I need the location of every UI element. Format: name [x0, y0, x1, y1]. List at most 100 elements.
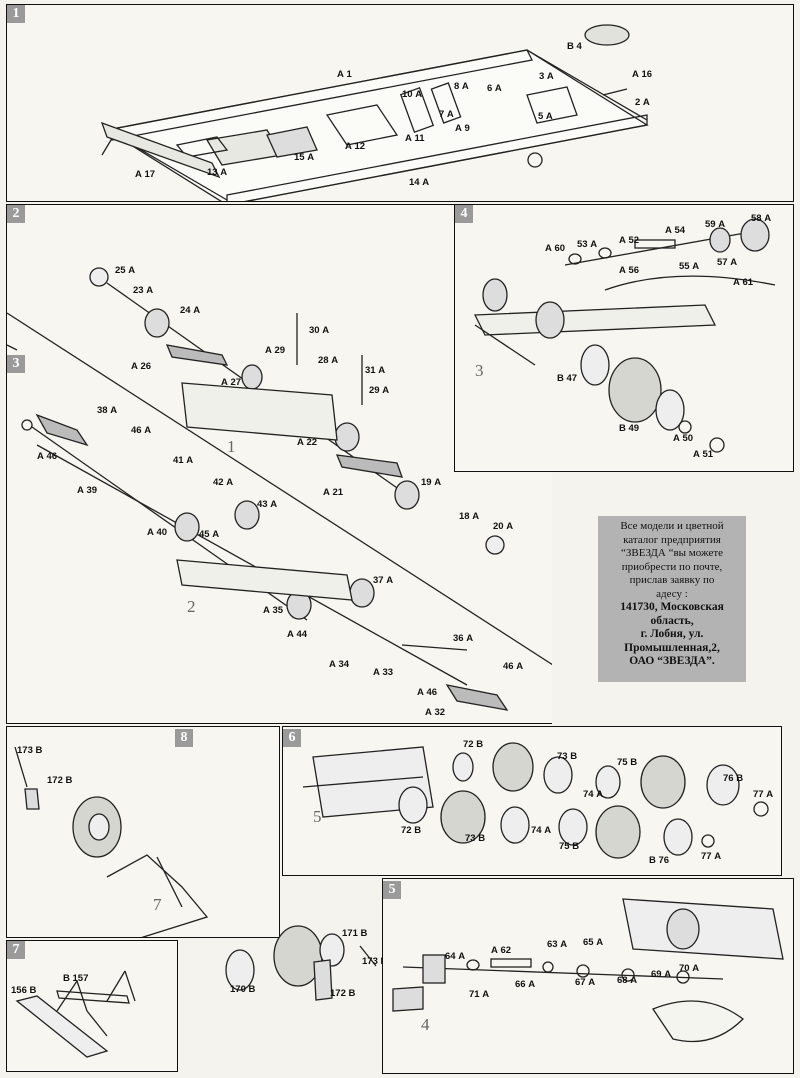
part-label: 13 А: [207, 167, 228, 178]
part-label: А 1: [337, 69, 352, 80]
part-label: 75 В: [617, 757, 638, 768]
part-label: 45 А: [199, 529, 220, 540]
part-label: 43 А: [257, 499, 278, 510]
part-label: 24 А: [180, 305, 201, 316]
part-label: 172 В: [47, 775, 73, 786]
reference-number: 2: [187, 597, 196, 616]
part-label: А 17: [135, 169, 156, 180]
part-label: В 4: [567, 41, 582, 52]
panel-step-8: 8 7 173 В 172 В: [6, 726, 280, 938]
part-label: А 46: [417, 687, 438, 698]
part-label: А 51: [693, 449, 714, 460]
part-label: 20 А: [493, 521, 514, 532]
part-label: 57 А: [717, 257, 738, 268]
part-label: 67 А: [575, 977, 596, 988]
part-label: 74 А: [531, 825, 552, 836]
part-label: 74 А: [583, 789, 604, 800]
step-number-3: 3: [7, 355, 25, 373]
panel-step-7: 7 156 В В 157: [6, 940, 178, 1072]
address-text: 141730, Московская: [620, 601, 724, 613]
part-label: 173 В: [17, 745, 43, 756]
wheel-stand-drawing: [15, 970, 136, 1058]
part-label: 23 А: [133, 285, 154, 296]
part-label: 46 А: [503, 661, 524, 672]
part-label: 63 А: [547, 939, 568, 950]
part-label: 15 А: [294, 152, 315, 163]
part-label: А 39: [77, 485, 98, 496]
part-label: 53 А: [577, 239, 598, 250]
step-number-4: 4: [455, 205, 473, 223]
part-label: 73 В: [465, 833, 486, 844]
part-label: А 26: [131, 361, 152, 372]
part-label: 38 А: [97, 405, 118, 416]
part-label: А 44: [287, 629, 308, 640]
part-label: 31 А: [365, 365, 386, 376]
step-number-1: 1: [7, 5, 25, 23]
step-number-5: 5: [383, 881, 401, 899]
part-label: 46 А: [131, 425, 152, 436]
part-label: А 40: [147, 527, 168, 538]
part-label: 18 А: [459, 511, 480, 522]
part-label: 19 А: [421, 477, 442, 488]
part-label: 14 А: [409, 177, 430, 188]
part-label: 59 А: [705, 219, 726, 230]
part-label: 156 В: [11, 985, 37, 996]
part-label: 10 А: [402, 89, 423, 100]
part-label: 2 А: [635, 97, 650, 108]
part-label: А 9: [455, 123, 470, 134]
part-label: А 29: [265, 345, 286, 356]
part-label: 3 А: [539, 71, 554, 82]
part-label: 72 В: [463, 739, 484, 750]
part-label: А 62: [491, 945, 512, 956]
panel-step-4: 4 3 А 60 53 А А: [454, 204, 794, 472]
part-label: 64 А: [445, 951, 466, 962]
part-label: 28 А: [318, 355, 339, 366]
part-label: 70 А: [679, 963, 700, 974]
part-label: А 16: [632, 69, 653, 80]
part-label: 77 А: [753, 789, 774, 800]
info-text: каталог предприятия: [623, 533, 721, 546]
part-label: А 22: [297, 437, 318, 448]
part-label: 55 А: [679, 261, 700, 272]
reference-number: 7: [153, 895, 162, 914]
axle-assembly-drawing: [7, 267, 552, 711]
part-label: 25 А: [115, 265, 136, 276]
address-text: область,: [650, 614, 694, 627]
part-label: 29 А: [369, 385, 390, 396]
catalog-info-box: Все модели и цветной каталог предприятия…: [598, 516, 746, 682]
part-label: А 11: [405, 133, 425, 144]
info-text: Все модели и цветной: [620, 520, 724, 532]
part-label: А 60: [545, 243, 566, 254]
rear-axle-drawing: [473, 218, 776, 453]
part-label: 72 В: [401, 825, 422, 836]
part-label: А 56: [619, 265, 640, 276]
info-text: приобрести по почте,: [621, 560, 723, 573]
part-label: 71 А: [469, 989, 490, 1000]
address-text: Промышленная,2,: [624, 641, 720, 654]
part-label: 172 В: [330, 988, 356, 999]
step-number-2: 2: [7, 205, 25, 223]
part-label: 171 В: [342, 928, 368, 939]
reference-number: 5: [313, 807, 322, 826]
front-axle-drawing: [392, 898, 784, 1043]
step-number-7: 7: [7, 941, 25, 959]
panel-step-6: 6 5 72 В 73 В 75: [282, 726, 782, 876]
reference-number: 1: [227, 437, 236, 456]
info-text: прислав заявку по: [629, 574, 715, 586]
part-label: 68 А: [617, 975, 638, 986]
reference-number: 3: [475, 361, 484, 380]
part-label: А 35: [263, 605, 284, 616]
part-label: 170 В: [230, 984, 256, 995]
part-label: 30 А: [309, 325, 330, 336]
part-label: 36 А: [453, 633, 474, 644]
part-label: В 157: [63, 973, 89, 984]
part-label: А 12: [345, 141, 366, 152]
address-text: ОАО “ЗВЕЗДА”.: [629, 655, 715, 667]
part-label: 173 В: [362, 956, 388, 967]
part-label: 69 А: [651, 969, 672, 980]
part-label: А 52: [619, 235, 640, 246]
part-label: 41 А: [173, 455, 194, 466]
part-label: 73 В: [557, 751, 578, 762]
part-label: А 21: [323, 487, 344, 498]
